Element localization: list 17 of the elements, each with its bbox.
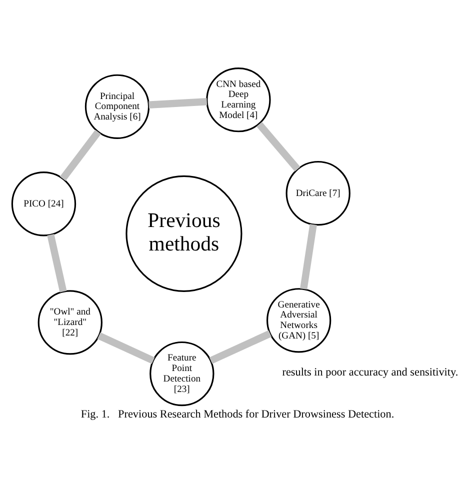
connector — [256, 122, 300, 172]
connector — [46, 234, 66, 292]
connector — [300, 224, 316, 290]
connector — [96, 332, 154, 364]
node-circle: CNN based Deep Learning Model [4] — [206, 68, 270, 132]
node-circle: DriCare [7] — [285, 160, 350, 226]
caption: Fig. 1. Previous Research Methods for Driver Drowsiness Detection. — [80, 408, 394, 420]
node-circle: "Owl" and "Lizard" [22] — [37, 290, 102, 355]
label: results in poor accuracy and sensitivity. — [282, 366, 458, 379]
connector — [148, 98, 207, 108]
node-circle: Feature Point Detection [23] — [149, 341, 214, 406]
connector — [208, 330, 272, 364]
node-circle: Previous methods — [125, 175, 242, 292]
connector — [59, 130, 100, 181]
node-circle: PICO [24] — [10, 172, 76, 236]
node-circle: Generative Adversial Networks (GAN) [5] — [266, 288, 331, 353]
node-circle: Principal Component Analysis [6] — [84, 74, 150, 140]
